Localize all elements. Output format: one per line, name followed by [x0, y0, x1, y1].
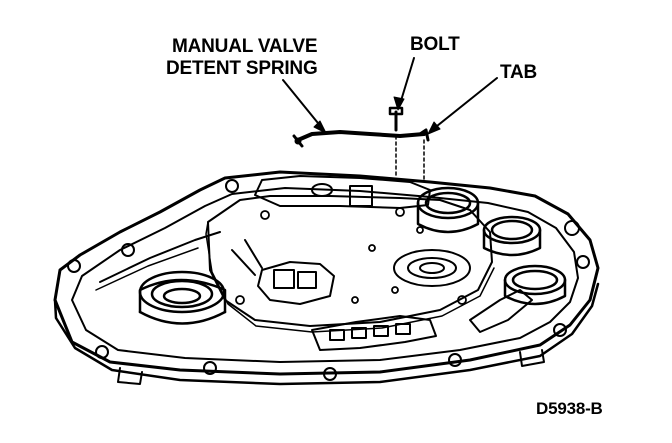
- upper-plug: [311, 183, 333, 197]
- detent-spring-roller-end: [294, 137, 302, 145]
- leader-bolt: [399, 57, 415, 105]
- case-foot-right: [519, 349, 545, 367]
- accumulator-bore-1: [416, 186, 480, 234]
- manual-valve-linkage: [231, 239, 335, 305]
- detent-spring: [296, 130, 426, 142]
- valve-bore-strip: [311, 315, 437, 351]
- leader-bolt-arrow: [393, 96, 405, 111]
- right-arm: [469, 289, 533, 333]
- valve-body-plate-edge: [205, 221, 495, 333]
- label-manual-valve-line1: MANUAL VALVE: [172, 36, 318, 57]
- valve-body-plate: [207, 195, 493, 327]
- detent-spring-tab: [418, 128, 430, 142]
- case-foot-left: [117, 367, 143, 385]
- figure-id: D5938-B: [536, 399, 603, 418]
- upper-block: [349, 185, 373, 207]
- left-rib-2: [95, 247, 199, 291]
- case-lower-lip: [53, 282, 600, 386]
- label-tab: TAB: [500, 62, 538, 83]
- label-manual-valve-line2: DETENT SPRING: [166, 58, 318, 79]
- leader-manual-valve-arrow: [313, 120, 327, 134]
- leader-manual-valve: [282, 79, 323, 129]
- label-bolt: BOLT: [410, 34, 460, 55]
- accumulator-bore-3: [503, 264, 567, 306]
- upper-casting: [254, 175, 431, 209]
- case-inner-rim: [71, 187, 579, 363]
- left-rib: [99, 231, 221, 283]
- leader-tab: [431, 77, 498, 131]
- rim-bosses: [67, 179, 590, 381]
- plate-bolts: [235, 207, 467, 305]
- leader-tab-arrow: [427, 121, 441, 135]
- accumulator-bore-2: [482, 215, 542, 257]
- output-seal-bore: [138, 270, 227, 325]
- case-outer-outline: [53, 170, 600, 376]
- center-pocket: [393, 249, 471, 287]
